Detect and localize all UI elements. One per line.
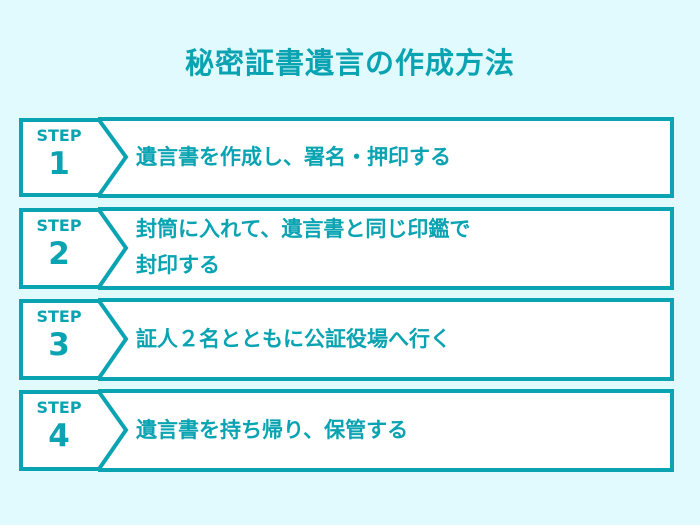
step-text: 封筒に入れて、遺言書と同じ印鑑で 封印する bbox=[136, 211, 470, 283]
step-label: STEP bbox=[36, 307, 82, 326]
step-label: STEP bbox=[36, 398, 82, 417]
step-4-tag: STEP 4 bbox=[19, 390, 131, 472]
step-3-box bbox=[98, 298, 674, 381]
step-arrow-tag-icon bbox=[19, 390, 129, 471]
step-1-tag: STEP 1 bbox=[19, 118, 131, 198]
step-number: 3 bbox=[48, 327, 70, 363]
step-arrow-tag-icon bbox=[19, 208, 129, 289]
step-number: 1 bbox=[48, 146, 70, 182]
step-1: STEP 1 遺言書を作成し、署名・押印する bbox=[0, 117, 700, 198]
step-arrow-tag-icon bbox=[19, 299, 129, 380]
step-3-tag: STEP 3 bbox=[19, 299, 131, 381]
step-2: STEP 2 封筒に入れて、遺言書と同じ印鑑で 封印する bbox=[0, 207, 700, 290]
step-text-line-2: 封印する bbox=[136, 253, 220, 277]
step-1-box bbox=[98, 117, 674, 198]
step-label: STEP bbox=[36, 216, 82, 235]
step-text: 遺言書を作成し、署名・押印する bbox=[136, 145, 451, 169]
step-text-line-1: 封筒に入れて、遺言書と同じ印鑑で bbox=[136, 217, 471, 241]
step-number: 2 bbox=[48, 236, 70, 272]
step-text: 証人２名とともに公証役場へ行く bbox=[136, 327, 451, 351]
step-arrow-tag-icon bbox=[19, 118, 129, 197]
step-number: 4 bbox=[48, 418, 70, 454]
page-title: 秘密証書遺言の作成方法 bbox=[184, 46, 515, 80]
step-2-tag: STEP 2 bbox=[19, 208, 131, 290]
step-4-box bbox=[98, 389, 674, 472]
step-label: STEP bbox=[36, 126, 82, 145]
step-text: 遺言書を持ち帰り、保管する bbox=[136, 418, 409, 442]
step-4: STEP 4 遺言書を持ち帰り、保管する bbox=[0, 389, 700, 472]
step-3: STEP 3 証人２名とともに公証役場へ行く bbox=[0, 298, 700, 381]
